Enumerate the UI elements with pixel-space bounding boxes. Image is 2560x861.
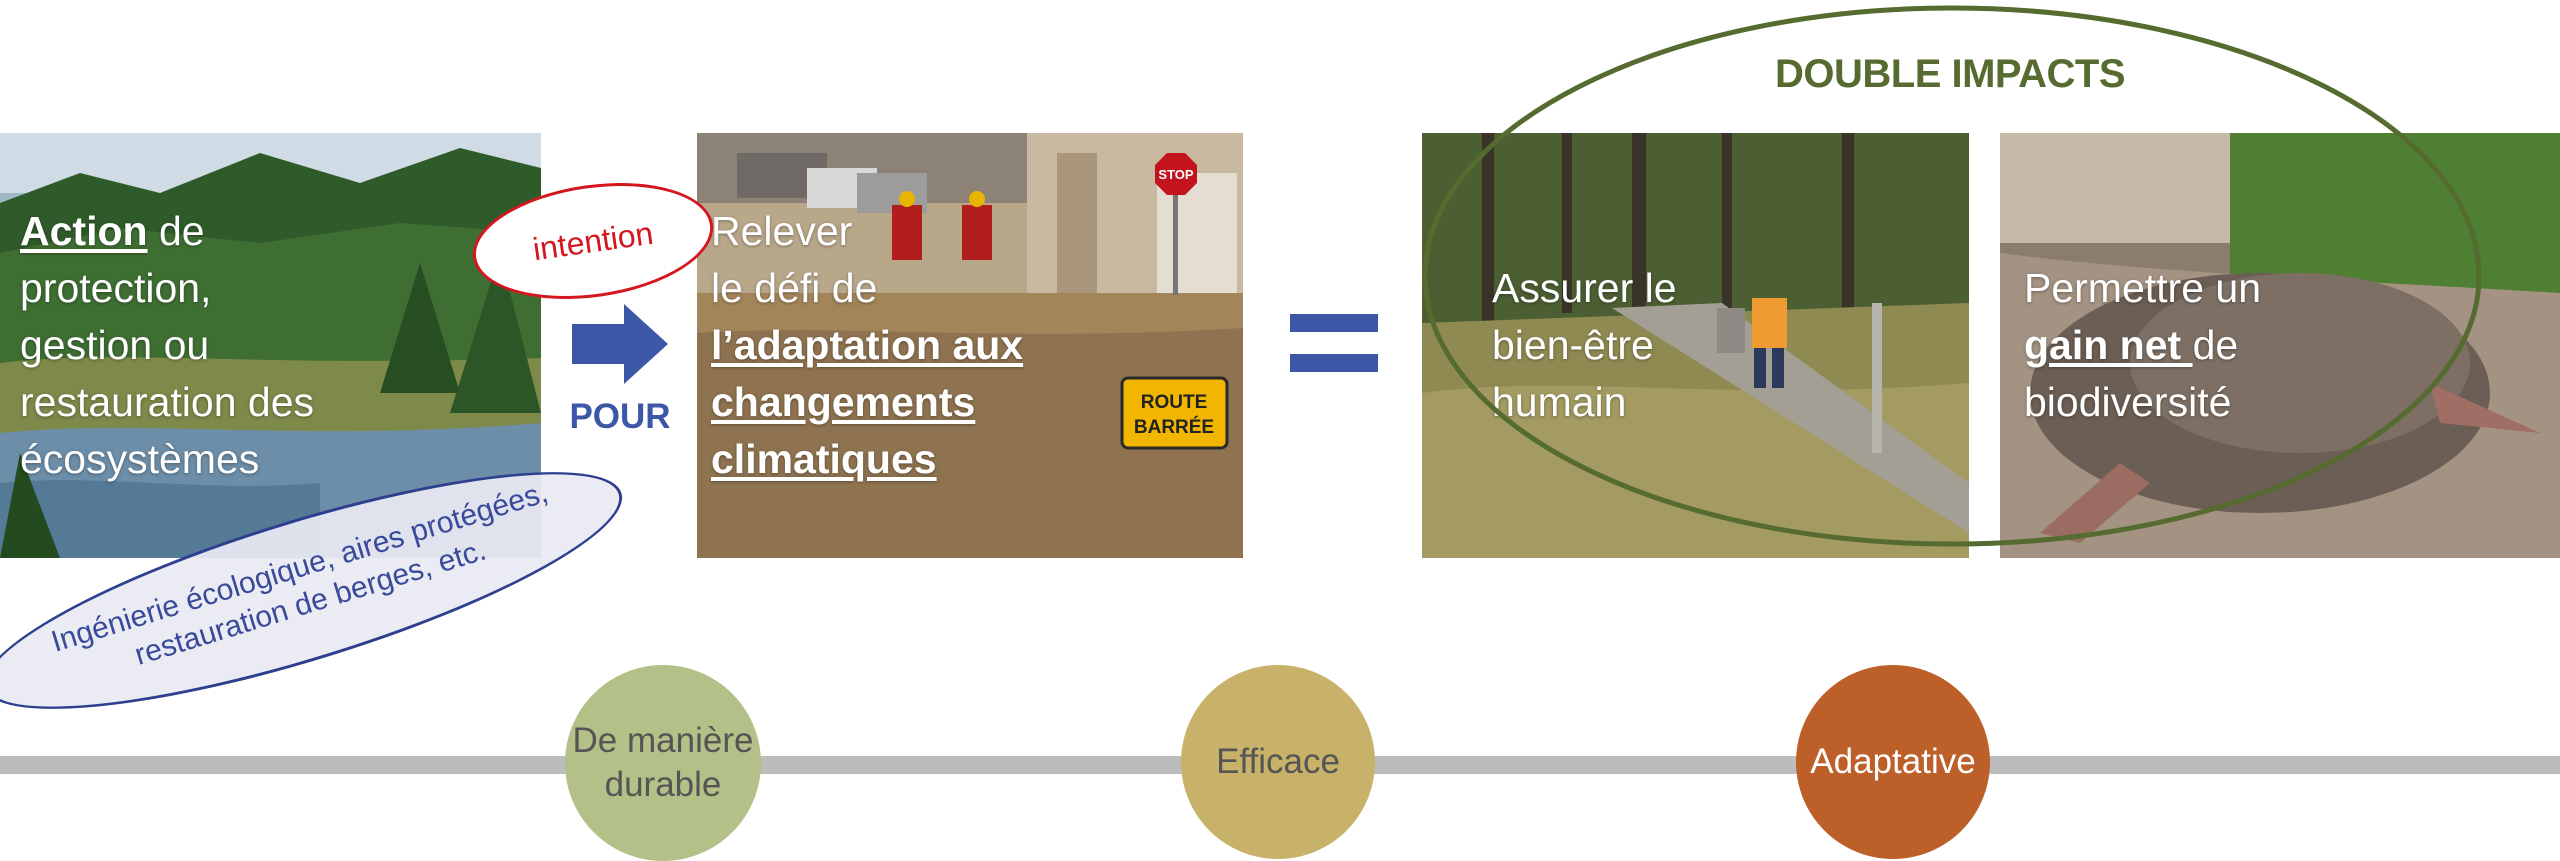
action-line-4: écosystèmes: [20, 436, 260, 482]
boardwalk-forest-photo: [1422, 133, 1969, 558]
relever-line-1: Relever: [711, 208, 853, 254]
timeline-label-adaptative: Adaptative: [1810, 742, 1976, 781]
action-line-1: protection,: [20, 265, 212, 311]
relever-text: Relever le défi de l’adaptation aux chan…: [711, 203, 1023, 488]
equals-icon: [1290, 314, 1378, 374]
barree-sign-text: BARRÉE: [1134, 416, 1214, 438]
double-impacts-ellipse: [1422, 5, 2482, 547]
timeline-circle-efficace: Efficace: [1181, 665, 1375, 859]
panel-adaptation: STOP ROUTE BARRÉE Relever le défi de l’a…: [697, 133, 1243, 558]
biodiversite-line-1: Permettre un: [2024, 265, 2261, 311]
bien-etre-line-1: Assurer le: [1492, 265, 1677, 311]
relever-line-2: le défi de: [711, 265, 878, 311]
panel-bien-etre: Assurer le bien-être humain: [1422, 133, 1969, 558]
relever-bold-2: changements: [711, 379, 976, 425]
timeline-circle-adaptative: Adaptative: [1796, 665, 1990, 859]
mole-photo: [2000, 133, 2560, 558]
route-sign-text: ROUTE: [1141, 392, 1208, 413]
biodiversite-line-3: biodiversité: [2024, 379, 2232, 425]
action-text: Action de protection, gestion ou restaur…: [20, 203, 314, 488]
right-arrow-icon: [572, 304, 668, 384]
timeline-label-efficace: Efficace: [1216, 742, 1340, 781]
bien-etre-line-3: humain: [1492, 379, 1627, 425]
flood-street-photo: STOP ROUTE BARRÉE: [697, 133, 1243, 558]
bien-etre-line-2: bien-être: [1492, 322, 1654, 368]
bien-etre-text: Assurer le bien-être humain: [1492, 260, 1677, 431]
panel-biodiversite: Permettre un gain net de biodiversité: [2000, 133, 2560, 558]
action-line-3: restauration des: [20, 379, 315, 425]
relever-bold-3: climatiques: [711, 436, 937, 482]
relever-bold-1: l’adaptation aux: [711, 322, 1024, 368]
timeline-label-durable: De manière durable: [572, 721, 754, 804]
biodiversite-text: Permettre un gain net de biodiversité: [2024, 260, 2261, 431]
pour-label: POUR: [569, 397, 671, 436]
timeline-circle-durable: De manière durable: [565, 665, 761, 861]
biodiversite-bold: gain net: [2024, 322, 2193, 368]
stop-sign-text: STOP: [1158, 167, 1193, 182]
action-rest: de: [147, 208, 205, 254]
biodiversite-rest: de: [2192, 322, 2239, 368]
double-impacts-title: DOUBLE IMPACTS: [1774, 52, 2126, 96]
action-bold: Action: [20, 208, 148, 254]
action-line-2: gestion ou: [20, 322, 210, 368]
